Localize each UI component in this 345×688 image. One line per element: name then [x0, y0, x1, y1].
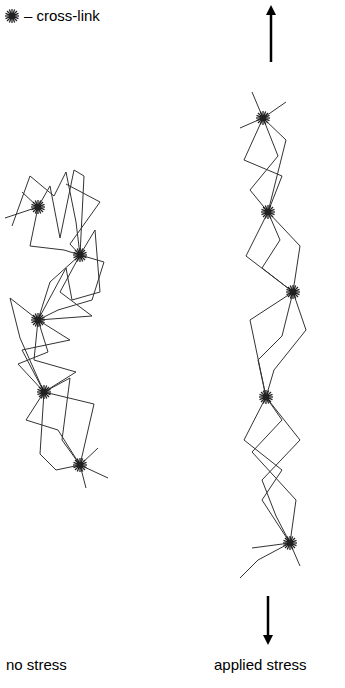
stretched-chains — [240, 92, 306, 578]
stress-arrow — [267, 596, 270, 640]
caption-label: applied stress — [214, 656, 307, 674]
stress-arrow — [270, 10, 273, 62]
relaxed-chains — [5, 170, 108, 488]
caption-label: no stress — [6, 656, 67, 674]
cross-link-symbol — [5, 9, 19, 23]
legend-text: – cross-link — [24, 7, 100, 25]
